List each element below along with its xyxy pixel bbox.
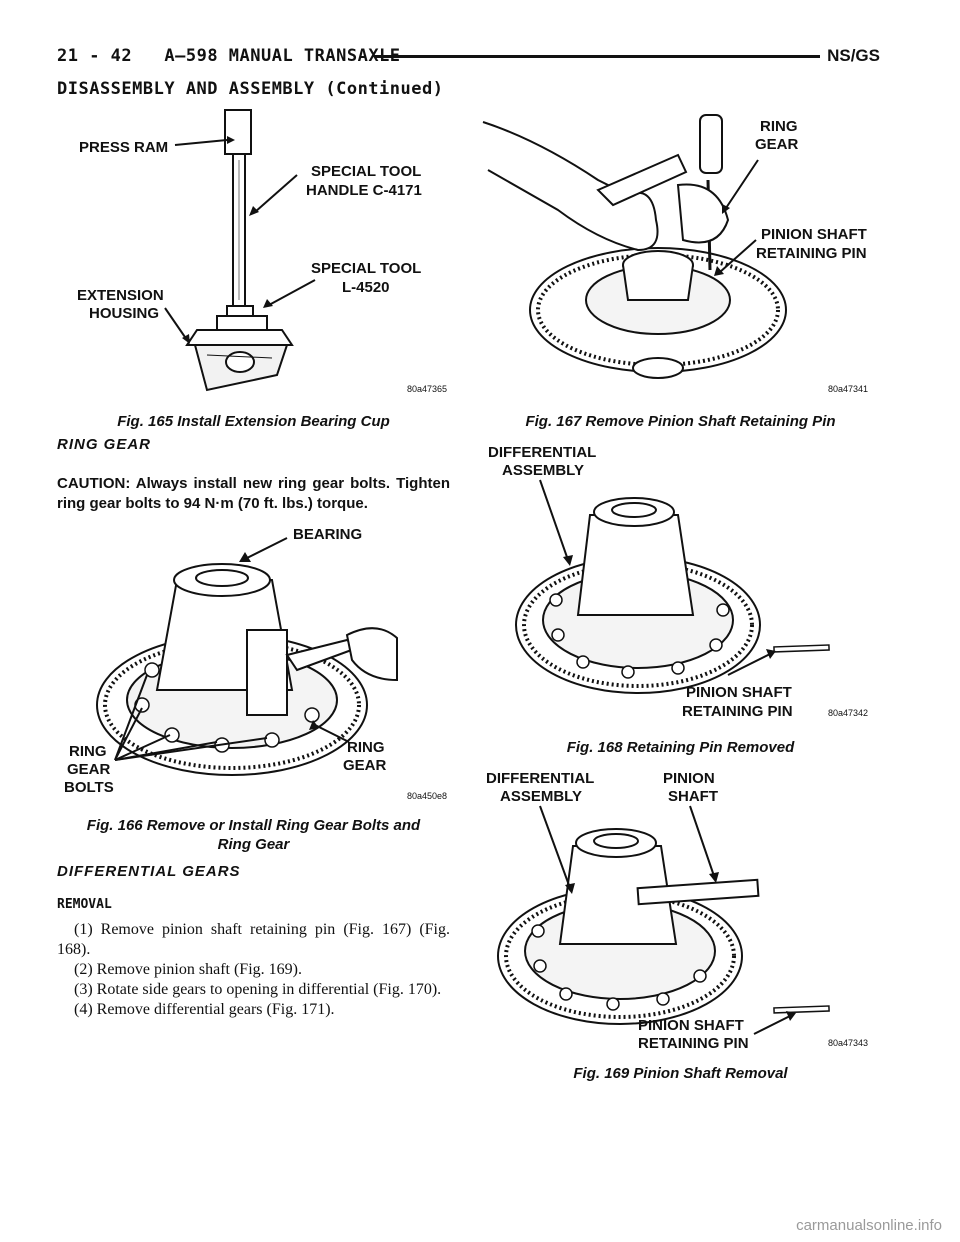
removal-steps: (1) Remove pinion shaft retaining pin (F… — [57, 920, 450, 1020]
fig167-label-ring-2: GEAR — [755, 136, 799, 153]
page-ref-title: 21 - 42 A–598 MANUAL TRANSAXLE — [57, 46, 401, 66]
fig166-label-ring-2: GEAR — [343, 757, 387, 774]
fig166-caption: Fig. 166 Remove or Install Ring Gear Bol… — [57, 816, 450, 854]
figure-169: DIFFERENTIAL ASSEMBLY PINION SHAFT PINIO… — [478, 766, 883, 1056]
fig166-caption-line-2: Ring Gear — [217, 836, 290, 853]
ring-gear-caution: CAUTION: Always install new ring gear bo… — [57, 475, 450, 512]
footer-watermark: carmanualsonline.info — [796, 1217, 942, 1234]
fig166-caption-line-1: Fig. 166 Remove or Install Ring Gear Bol… — [86, 817, 421, 834]
section-title: DISASSEMBLY AND ASSEMBLY (Continued) — [57, 79, 444, 99]
figure-167: RING GEAR PINION SHAFT RETAINING PIN 80a… — [478, 100, 883, 400]
fig165-label-tool-l-2: L-4520 — [342, 279, 390, 296]
fig169-label-pin-1: PINION SHAFT — [638, 1017, 744, 1034]
fig165-label-press-ram: PRESS RAM — [79, 139, 168, 156]
fig166-label-bolts-3: BOLTS — [64, 779, 114, 796]
fig165-code: 80a47365 — [407, 384, 447, 394]
page-header: 21 - 42 A–598 MANUAL TRANSAXLE NS/GS — [57, 46, 880, 68]
fig168-label-pin-2: RETAINING PIN — [682, 703, 793, 720]
fig165-label-tool-handle-2: HANDLE C-4171 — [306, 182, 422, 199]
fig169-label-pin-2: RETAINING PIN — [638, 1035, 749, 1052]
figure-168: DIFFERENTIAL ASSEMBLY PINION SHAFT RETAI… — [478, 440, 883, 730]
fig168-caption: Fig. 168 Retaining Pin Removed — [566, 739, 795, 756]
header-rule — [375, 55, 820, 58]
fig165-label-ext-2: HOUSING — [89, 305, 159, 322]
fig166-label-ring-1: RING — [347, 739, 385, 756]
fig166-label-bolts-2: GEAR — [67, 761, 111, 778]
fig166-code: 80a450e8 — [407, 791, 447, 801]
fig165-label-ext-1: EXTENSION — [77, 287, 164, 304]
removal-heading: REMOVAL — [57, 897, 112, 912]
fig168-label-diff-2: ASSEMBLY — [502, 462, 584, 479]
fig168-label-diff-1: DIFFERENTIAL — [488, 444, 596, 461]
figure-166: BEARING RING GEAR BOLTS RING GEAR 80a450… — [57, 520, 457, 805]
fig169-label-diff-2: ASSEMBLY — [500, 788, 582, 805]
fig169-label-shaft-1: PINION — [663, 770, 715, 787]
fig165-label-tool-l-1: SPECIAL TOOL — [311, 260, 421, 277]
fig169-code: 80a47343 — [828, 1038, 868, 1048]
fig167-label-pin-1: PINION SHAFT — [761, 226, 867, 243]
removal-step-4: (4) Remove differential gears (Fig. 171)… — [74, 1001, 335, 1018]
ring-gear-heading: RING GEAR — [57, 436, 152, 453]
figure-165: PRESS RAM SPECIAL TOOL HANDLE C-4171 SPE… — [57, 100, 457, 400]
manual-title: A–598 MANUAL TRANSAXLE — [164, 46, 401, 66]
fig169-caption: Fig. 169 Pinion Shaft Removal — [573, 1065, 788, 1082]
fig168-code: 80a47342 — [828, 708, 868, 718]
differential-gears-heading: DIFFERENTIAL GEARS — [57, 863, 241, 880]
fig166-label-bolts-1: RING — [69, 743, 107, 760]
fig167-label-pin-2: RETAINING PIN — [756, 245, 867, 262]
fig168-label-pin-1: PINION SHAFT — [686, 684, 792, 701]
fig165-caption: Fig. 165 Install Extension Bearing Cup — [117, 413, 390, 430]
removal-step-3: (3) Rotate side gears to opening in diff… — [74, 981, 442, 998]
fig165-label-tool-handle-1: SPECIAL TOOL — [311, 163, 421, 180]
fig167-code: 80a47341 — [828, 384, 868, 394]
removal-step-1: (1) Remove pinion shaft retaining pin (F… — [57, 921, 450, 958]
model-code: NS/GS — [827, 46, 880, 65]
fig166-label-bearing: BEARING — [293, 526, 362, 543]
fig167-caption: Fig. 167 Remove Pinion Shaft Retaining P… — [525, 413, 836, 430]
removal-step-2: (2) Remove pinion shaft (Fig. 169). — [74, 961, 302, 978]
fig167-label-ring-1: RING — [760, 118, 798, 135]
fig169-label-shaft-2: SHAFT — [668, 788, 718, 805]
page-ref: 21 - 42 — [57, 46, 133, 66]
fig169-label-diff-1: DIFFERENTIAL — [486, 770, 594, 787]
